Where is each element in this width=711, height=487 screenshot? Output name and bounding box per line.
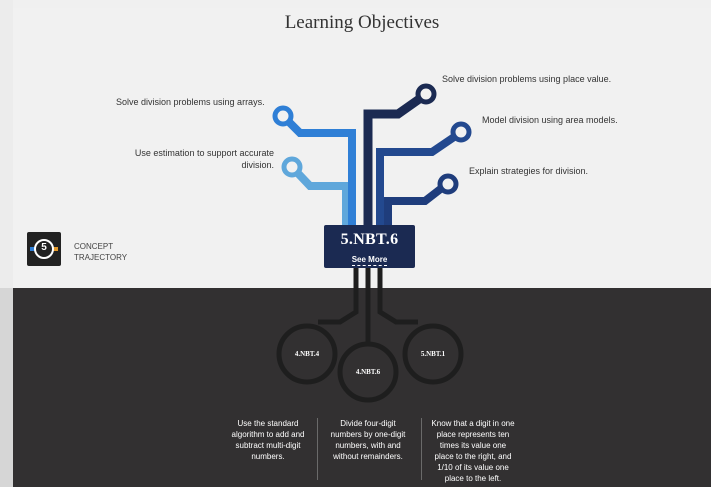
- branch-place-value: [363, 91, 428, 226]
- node-estimation: [281, 156, 303, 178]
- prereq-description-4nbt4: Use the standard algorithm to add and su…: [231, 419, 305, 461]
- prereq-node-5nbt1: [402, 323, 464, 385]
- objective-estimation: Use estimation to support accurate divis…: [134, 148, 274, 170]
- window-top-edge: [0, 0, 711, 8]
- standard-card[interactable]: 5.NBT.6 See More: [324, 225, 415, 268]
- branch-explain: [384, 180, 450, 226]
- prereq-node-4nbt4: [276, 323, 338, 385]
- see-more-link[interactable]: See More: [351, 255, 388, 266]
- standard-code: 5.NBT.6: [340, 231, 399, 248]
- node-explain: [437, 173, 459, 195]
- root-5nbt1: [377, 268, 418, 325]
- concept-icon-number: 5: [41, 242, 47, 253]
- prereq-description-5nbt1: Know that a digit in one place represent…: [431, 419, 515, 483]
- page-title: Learning Objectives: [284, 12, 440, 33]
- objective-place-value: Solve division problems using place valu…: [442, 74, 612, 84]
- concept-trajectory-icon: 5: [27, 232, 61, 266]
- prereq-code-4nbt4[interactable]: 4.NBT.4: [294, 350, 320, 358]
- objective-arrays: Solve division problems using arrays.: [116, 97, 265, 107]
- prereq-node-4nbt6: [337, 341, 399, 403]
- branch-arrays: [280, 113, 356, 226]
- node-area-models: [450, 121, 472, 143]
- branch-area-models: [376, 129, 463, 226]
- branch-estimation: [289, 164, 350, 226]
- objective-explain: Explain strategies for division.: [469, 166, 589, 176]
- root-4nbt4: [318, 268, 359, 325]
- prereq-code-4nbt6[interactable]: 4.NBT.6: [355, 368, 381, 376]
- objective-area-models: Model division using area models.: [482, 115, 618, 125]
- concept-trajectory-label: CONCEPT TRAJECTORY: [74, 242, 128, 262]
- node-arrays: [272, 105, 294, 127]
- window-left-edge-lower: [0, 288, 13, 487]
- divider-2: [421, 418, 422, 480]
- prereq-description-4nbt6: Divide four-digit numbers by one-digit n…: [330, 419, 406, 461]
- divider-1: [317, 418, 318, 480]
- prereq-code-5nbt1[interactable]: 5.NBT.1: [420, 350, 446, 358]
- node-place-value: [415, 83, 437, 105]
